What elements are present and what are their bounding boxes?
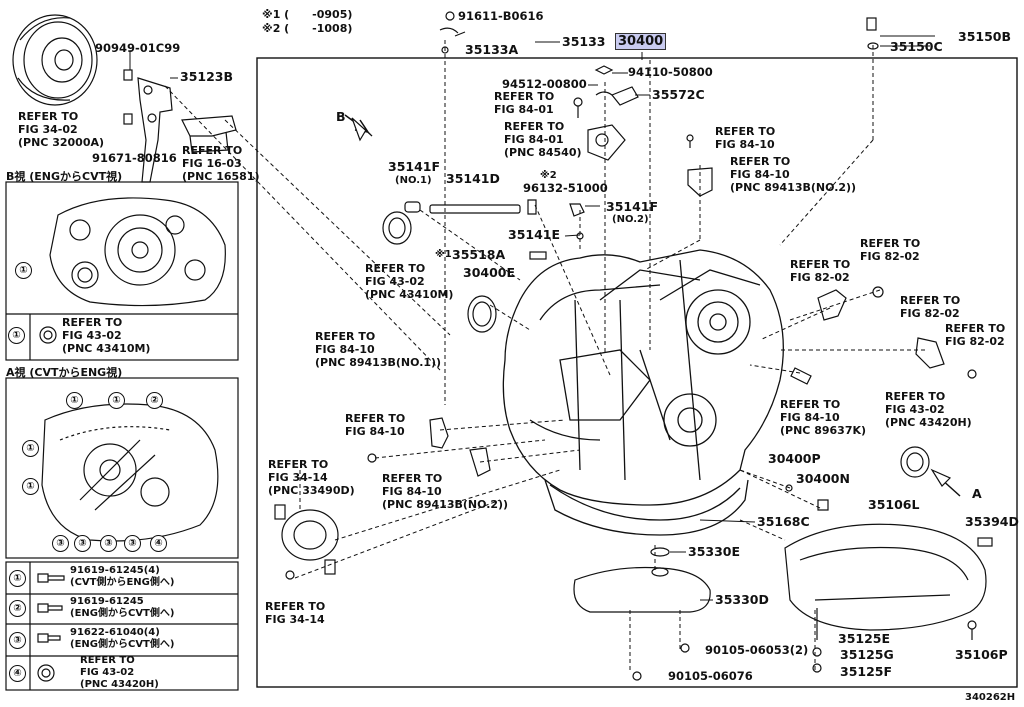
refer-fig16-03[interactable]: REFER TO FIG 16-03 (PNC 16581) [182,144,260,183]
legend-text-4[interactable]: REFER TO FIG 43-02 (PNC 43420H) [80,655,159,690]
part-35141F-no1[interactable]: 35141F [388,159,441,174]
a-view-marker-3a: ③ [52,535,69,552]
part-35150B[interactable]: 35150B [958,29,1012,44]
note-marker-2: ※2 [540,170,557,181]
part-35572C[interactable]: 35572C [652,87,705,102]
refer-fig43-02-a[interactable]: REFER TO FIG 43-02 (PNC 43410M) [365,262,454,301]
note-marker-1: ※1 [435,249,452,260]
refer-fig34-14-a[interactable]: REFER TO FIG 34-14 (PNC 33490D) [268,458,355,497]
refer-fig82-02-d[interactable]: REFER TO FIG 82-02 [945,322,1006,348]
part-35133A[interactable]: 35133A [465,42,519,57]
a-view-case-illustration [41,403,219,542]
a-view-marker-1c: ① [22,440,39,457]
part-30400P[interactable]: 30400P [768,451,821,466]
legend-marker-4: ④ [9,665,26,682]
a-view-marker-2: ② [146,392,163,409]
part-35106P[interactable]: 35106P [955,647,1008,662]
part-35168C[interactable]: 35168C [757,514,810,529]
part-35133[interactable]: 35133 [562,34,606,49]
legend-text-1[interactable]: 91619-61245(4) (CVT側からENG側へ) [70,565,175,588]
refer-fig82-02-a[interactable]: REFER TO FIG 82-02 [860,237,921,263]
b-view-table-ref[interactable]: REFER TO FIG 43-02 (PNC 43410M) [62,316,151,355]
part-35106L[interactable]: 35106L [868,497,920,512]
part-94512[interactable]: 94512-00800 [502,77,587,91]
refer-fig84-10-e[interactable]: REFER TO FIG 84-10 (PNC 89413B(NO.2)) [382,472,509,511]
part-94110[interactable]: 94110-50800 [628,65,713,79]
view-arrow-a-label: A [972,486,982,501]
refer-fig34-02[interactable]: REFER TO FIG 34-02 (PNC 32000A) [18,110,105,149]
part-35150C[interactable]: 35150C [890,39,943,54]
note-1: ※1 ( -0905) [262,8,353,21]
refer-fig84-01-b[interactable]: REFER TO FIG 84-01 (PNC 84540) [504,120,582,159]
part-91611[interactable]: 91611-B0616 [458,9,544,23]
part-90949[interactable]: 90949-01C99 [95,41,181,55]
refer-fig84-10-a[interactable]: REFER TO FIG 84-10 [715,125,776,151]
highlighted-part-30400[interactable]: 30400 [615,33,667,50]
a-view-marker-1b: ① [108,392,125,409]
legend-bolt-icons [37,573,65,682]
b-view-marker-1: ① [15,262,32,279]
refer-fig84-10-d[interactable]: REFER TO FIG 84-10 [345,412,406,438]
refer-fig43-02-b[interactable]: REFER TO FIG 43-02 (PNC 43420H) [885,390,972,429]
a-view-marker-3d: ③ [124,535,141,552]
a-view-marker-3b: ③ [74,535,91,552]
part-35125E[interactable]: 35125E [838,631,891,646]
sensor-parts-illustration [274,11,993,681]
part-91671[interactable]: 91671-80816 [92,151,177,165]
legend-marker-3: ③ [9,632,26,649]
a-view-marker-4: ④ [150,535,167,552]
b-view-case-illustration [49,197,226,307]
part-35141E[interactable]: 35141E [508,227,561,242]
refer-fig84-10-f[interactable]: REFER TO FIG 84-10 (PNC 89637K) [780,398,867,437]
refer-fig82-02-c[interactable]: REFER TO FIG 82-02 [900,294,961,320]
a-view-title: A視 (CVTからENG視) [6,366,123,379]
a-view-marker-1a: ① [66,392,83,409]
a-view-marker-3c: ③ [100,535,117,552]
part-35394D[interactable]: 35394D [965,514,1019,529]
diagram-id: 340262H [965,692,1016,703]
legend-marker-2: ② [9,600,26,617]
part-30400N[interactable]: 30400N [796,471,850,486]
b-view-table-marker: ① [8,327,25,344]
legend-text-3[interactable]: 91622-61040(4) (ENG側からCVT側へ) [70,627,175,650]
part-35141D[interactable]: 35141D [446,171,500,186]
shift-lever-illustration [123,69,237,183]
part-35330D[interactable]: 35330D [715,592,769,607]
torque-converter-illustration [12,14,98,106]
refer-fig82-02-b[interactable]: REFER TO FIG 82-02 [790,258,851,284]
transaxle-case-illustration [502,249,784,536]
part-35125F[interactable]: 35125F [840,664,893,679]
part-35518A[interactable]: 35518A [452,247,506,262]
note-2: ※2 ( -1008) [262,22,353,35]
view-arrow-b-label: B [336,109,346,124]
part-35141F-no1-sub: (NO.1) [395,175,432,186]
b-view-title: B視 (ENGからCVT視) [6,170,123,183]
refer-fig84-10-b[interactable]: REFER TO FIG 84-10 (PNC 89413B(NO.2)) [730,155,857,194]
part-90105-06076[interactable]: 90105-06076 [668,669,753,683]
refer-fig84-10-c[interactable]: REFER TO FIG 84-10 (PNC 89413B(NO.1)) [315,330,442,369]
part-35123B[interactable]: 35123B [180,69,234,84]
part-35330E[interactable]: 35330E [688,544,741,559]
part-35141F-no2[interactable]: 35141F [606,199,659,214]
refer-fig84-01-a[interactable]: REFER TO FIG 84-01 [494,90,555,116]
part-30400E[interactable]: 30400E [463,265,516,280]
a-view-marker-1d: ① [22,478,39,495]
part-35141F-no2-sub: (NO.2) [612,214,649,225]
legend-marker-1: ① [9,570,26,587]
refer-fig34-14-b[interactable]: REFER TO FIG 34-14 [265,600,326,626]
part-35125G[interactable]: 35125G [840,647,894,662]
part-90105-06053[interactable]: 90105-06053(2) [705,643,809,657]
legend-text-2[interactable]: 91619-61245 (ENG側からCVT側へ) [70,596,175,619]
part-96132[interactable]: 96132-51000 [523,181,608,195]
